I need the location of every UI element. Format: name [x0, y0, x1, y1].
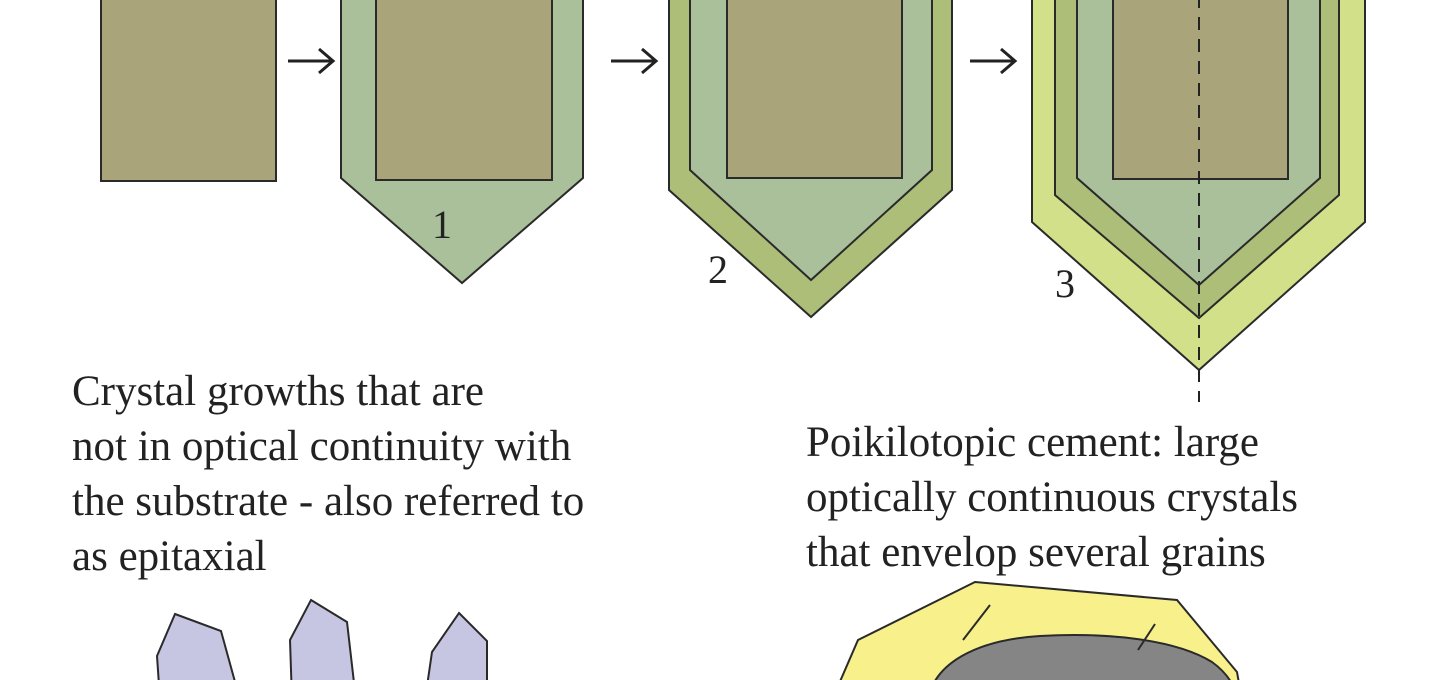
stage-2: 2 — [668, 0, 953, 319]
caption-line: that envelop several grains — [806, 529, 1266, 576]
stage-label-3: 3 — [1055, 261, 1075, 306]
stage-0-grain — [100, 0, 277, 182]
arrow-2 — [611, 47, 659, 75]
enveloped-grain — [934, 634, 1231, 680]
stage-label-2: 2 — [708, 247, 728, 292]
cleavage-line — [1137, 623, 1156, 651]
epitaxial-crystal — [288, 598, 355, 680]
detrital-grain — [1112, 0, 1289, 180]
arrow-1 — [288, 47, 336, 75]
epitaxial-crystal — [426, 611, 488, 680]
caption-line: Poikilotopic cement: large — [806, 419, 1259, 466]
detrital-grain — [375, 0, 553, 181]
poikilotopic-cement — [839, 580, 1240, 680]
stage-label-1: 1 — [432, 202, 452, 247]
caption-line: the substrate - also referred to — [72, 478, 585, 525]
caption-line: optically continuous crystals — [806, 474, 1299, 521]
caption-poikilotopic: Poikilotopic cement: large optically con… — [806, 415, 1298, 580]
caption-line: as epitaxial — [72, 533, 267, 580]
epitaxial-crystal — [155, 612, 236, 680]
detrital-grain — [726, 0, 903, 179]
caption-line: Crystal growths that are — [72, 368, 484, 415]
caption-epitaxial: Crystal growths that are not in optical … — [72, 364, 584, 584]
cleavage-line — [962, 604, 991, 641]
caption-line: not in optical continuity with — [72, 423, 572, 470]
stage-3: 3 — [1031, 0, 1366, 402]
arrow-3 — [970, 47, 1018, 75]
epitaxial-crystals — [155, 598, 488, 680]
stage-1: 1 — [340, 0, 584, 285]
detrital-grain — [100, 0, 277, 182]
